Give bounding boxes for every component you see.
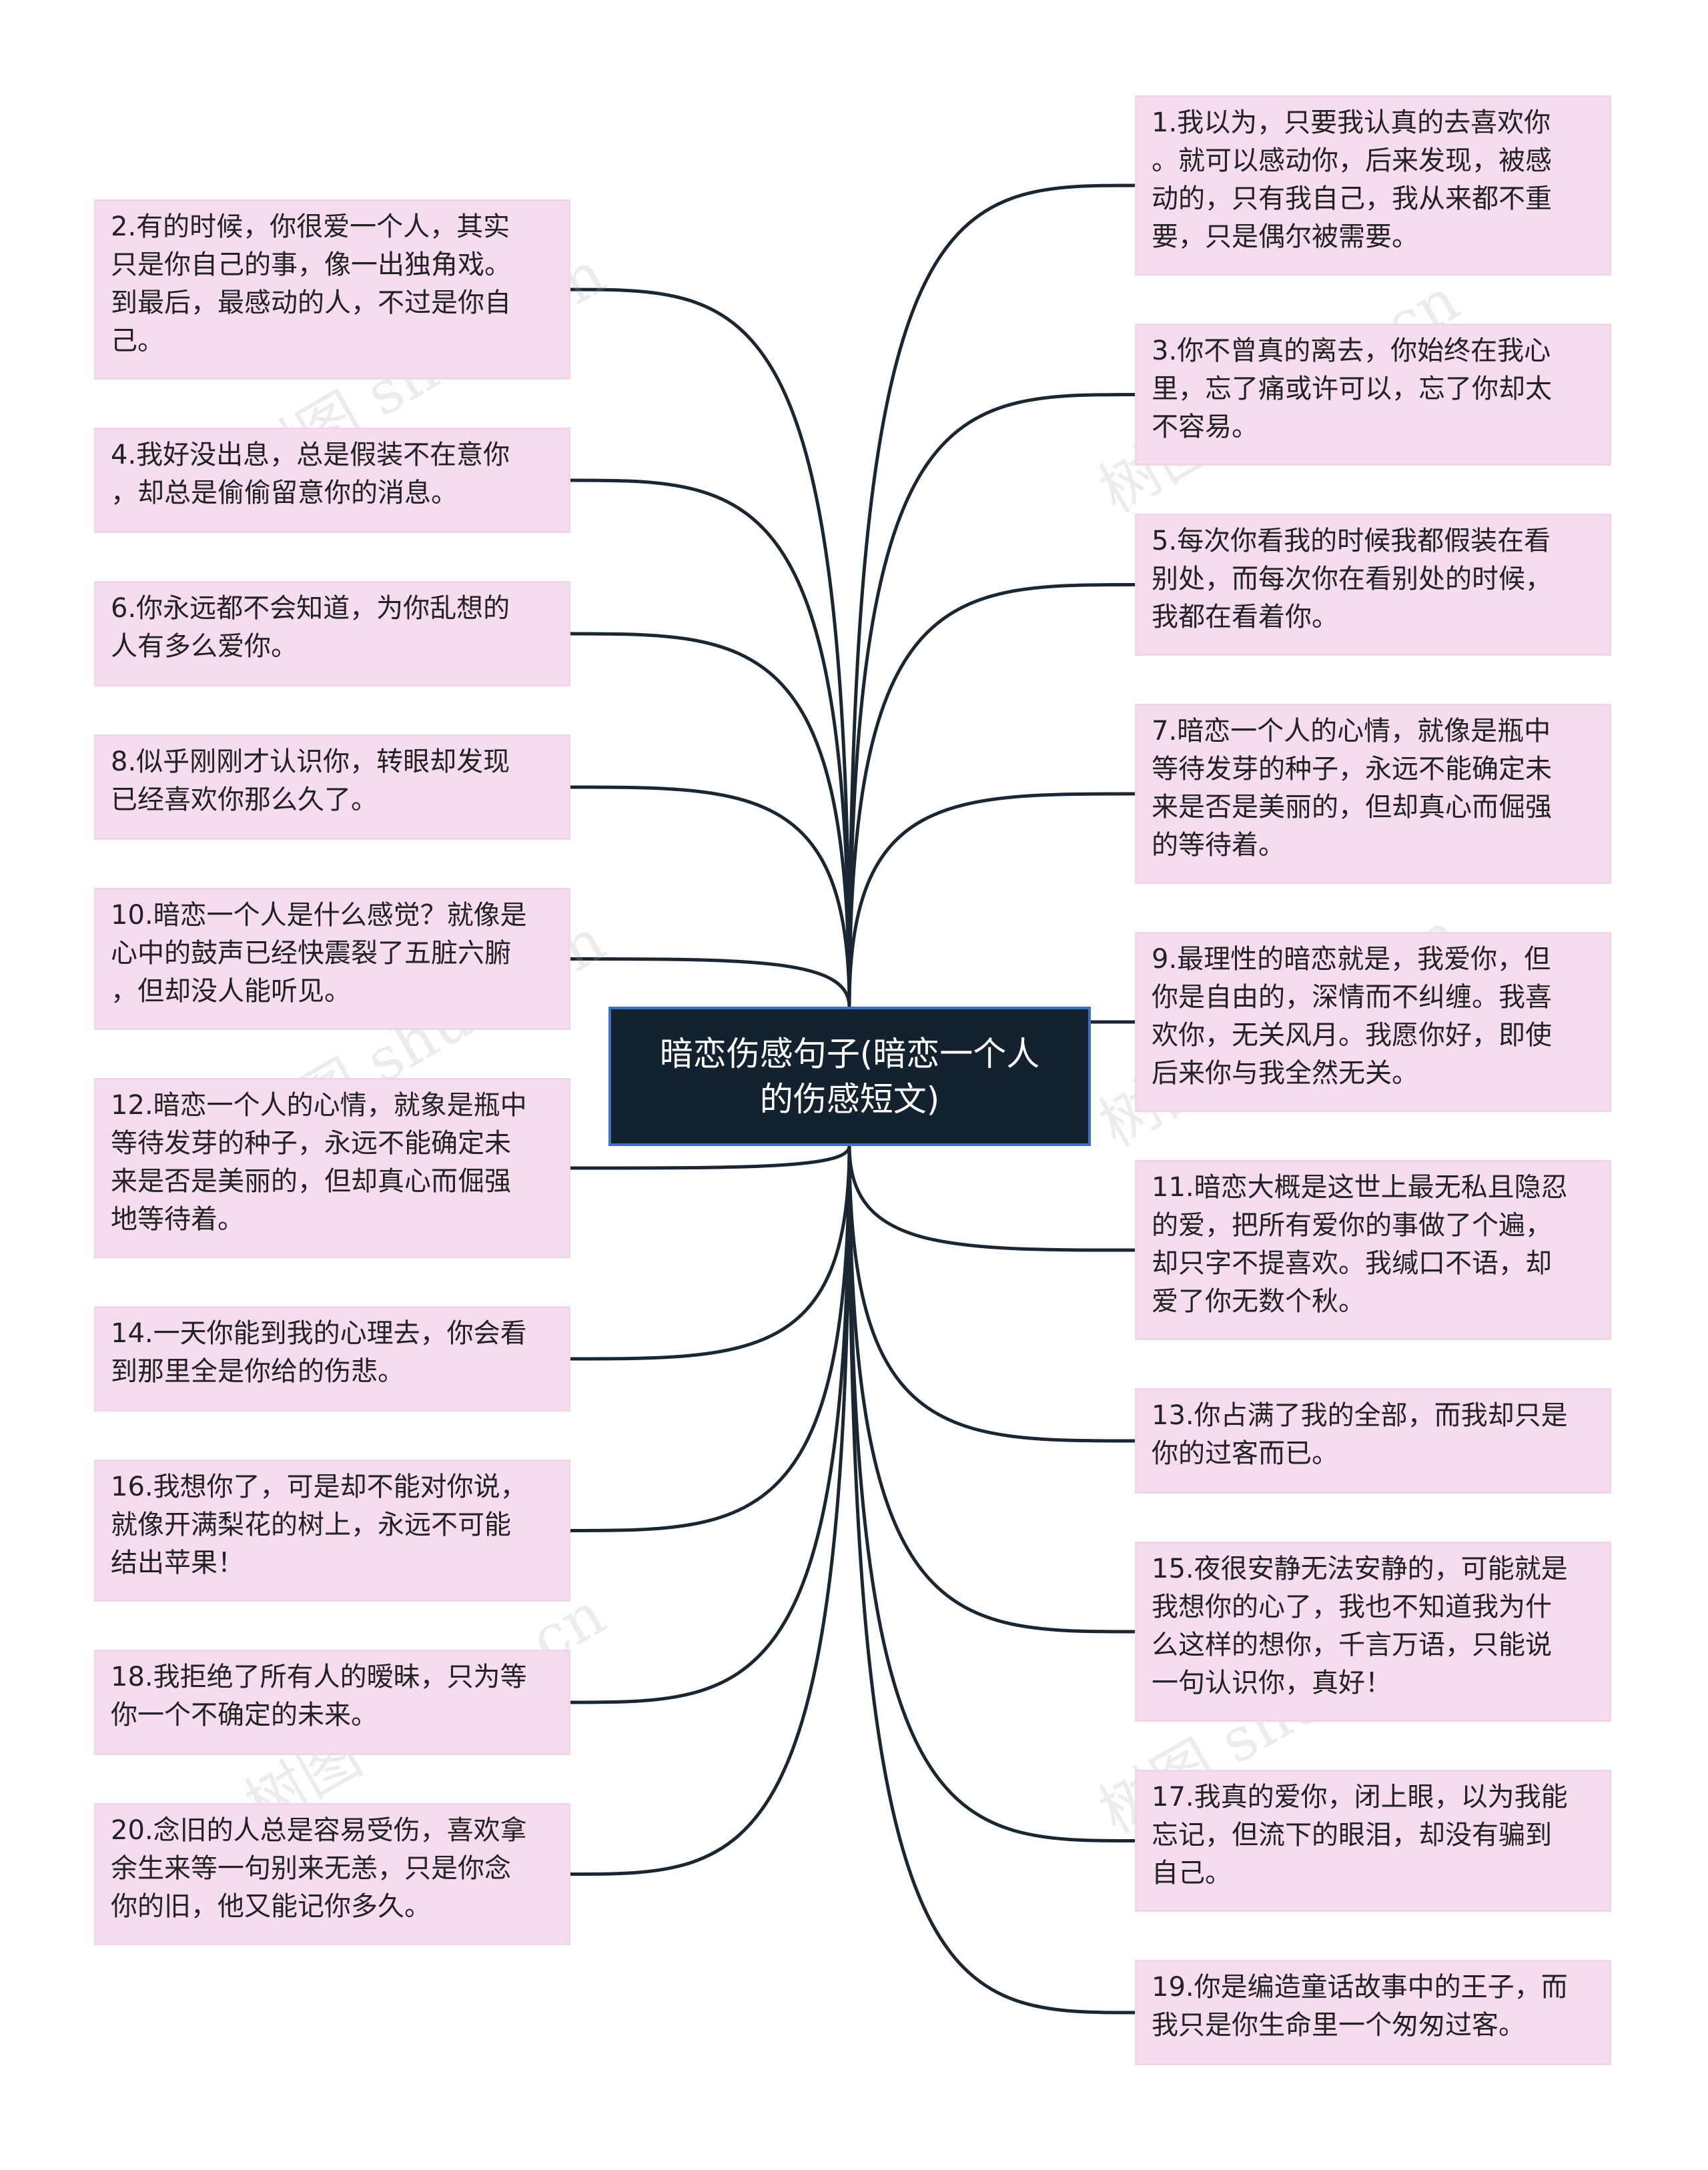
connector-20 — [570, 1145, 851, 1876]
connector-19 — [847, 1145, 1136, 2015]
topic-node-16[interactable]: 16.我想你了，可是却不能对你说， 就像开满梨花的树上，永远不可能 结出苹果！ — [94, 1460, 570, 1602]
connector-4 — [570, 478, 851, 1007]
connector-7 — [847, 792, 1136, 1007]
topic-node-4[interactable]: 4.我好没出息，总是假装不在意你 ，却总是偷偷留意你的消息。 — [94, 428, 570, 533]
connector-15 — [847, 1145, 1136, 1634]
topic-node-19[interactable]: 19.你是编造童话故事中的王子，而 我只是你生命里一个匆匆过客。 — [1135, 1960, 1611, 2065]
connector-17 — [847, 1145, 1136, 1842]
connector-1 — [847, 183, 1136, 1007]
topic-node-8[interactable]: 8.似乎刚刚才认识你，转眼却发现 已经喜欢你那么久了。 — [94, 734, 570, 840]
connector-8 — [570, 785, 851, 1007]
topic-node-5[interactable]: 5.每次你看我的时候我都假装在看 别处，而每次你在看别处的时候， 我都在看着你。 — [1135, 514, 1611, 656]
topic-node-20[interactable]: 20.念旧的人总是容易受伤，喜欢拿 余生来等一句别来无恙，只是你念 你的旧，他又… — [94, 1803, 570, 1945]
connector-3 — [847, 393, 1136, 1007]
topic-node-10[interactable]: 10.暗恋一个人是什么感觉？就像是 心中的鼓声已经快震裂了五脏六腑 ，但却没人能… — [94, 888, 570, 1030]
connector-12 — [570, 1145, 851, 1170]
connector-16 — [570, 1145, 851, 1532]
connector-11 — [847, 1145, 1136, 1252]
topic-node-15[interactable]: 15.夜很安静无法安静的，可能就是 我想你的心了，我也不知道我为什 么这样的想你… — [1135, 1542, 1611, 1722]
topic-node-12[interactable]: 12.暗恋一个人的心情，就象是瓶中 等待发芽的种子，永远不能确定未 来是否是美丽… — [94, 1078, 570, 1258]
topic-node-3[interactable]: 3.你不曾真的离去，你始终在我心 里，忘了痛或许可以，忘了你却太 不容易。 — [1135, 324, 1611, 466]
connector-5 — [847, 583, 1136, 1007]
connector-2 — [570, 288, 851, 1007]
topic-node-14[interactable]: 14.一天你能到我的心理去，你会看 到那里全是你给的伤悲。 — [94, 1306, 570, 1412]
connector-14 — [570, 1145, 851, 1361]
topic-node-18[interactable]: 18.我拒绝了所有人的暧昧，只为等 你一个不确定的未来。 — [94, 1650, 570, 1755]
connector-18 — [570, 1145, 851, 1704]
connector-6 — [570, 632, 851, 1007]
topic-node-1[interactable]: 1.我以为，只要我认真的去喜欢你 。就可以感动你，后来发现，被感 动的，只有我自… — [1135, 95, 1611, 276]
topic-node-17[interactable]: 17.我真的爱你，闭上眼，以为我能 忘记，但流下的眼泪，却没有骗到 自己。 — [1135, 1770, 1611, 1912]
root-topic[interactable]: 暗恋伤感句子(暗恋一个人 的伤感短文) — [608, 1007, 1091, 1146]
topic-node-6[interactable]: 6.你永远都不会知道，为你乱想的 人有多么爱你。 — [94, 581, 570, 686]
topic-node-2[interactable]: 2.有的时候，你很爱一个人，其实 只是你自己的事，像一出独角戏。 到最后，最感动… — [94, 199, 570, 380]
topic-node-11[interactable]: 11.暗恋大概是这世上最无私且隐忍 的爱，把所有爱你的事做了个遍， 却只字不提喜… — [1135, 1160, 1611, 1340]
topic-node-7[interactable]: 7.暗恋一个人的心情，就像是瓶中 等待发芽的种子，永远不能确定未 来是否是美丽的… — [1135, 704, 1611, 884]
connector-10 — [570, 957, 851, 1007]
topic-node-13[interactable]: 13.你占满了我的全部，而我却只是 你的过客而已。 — [1135, 1388, 1611, 1494]
connector-13 — [847, 1145, 1136, 1443]
topic-node-9[interactable]: 9.最理性的暗恋就是，我爱你，但 你是自由的，深情而不纠缠。我喜 欢你，无关风月… — [1135, 932, 1611, 1112]
